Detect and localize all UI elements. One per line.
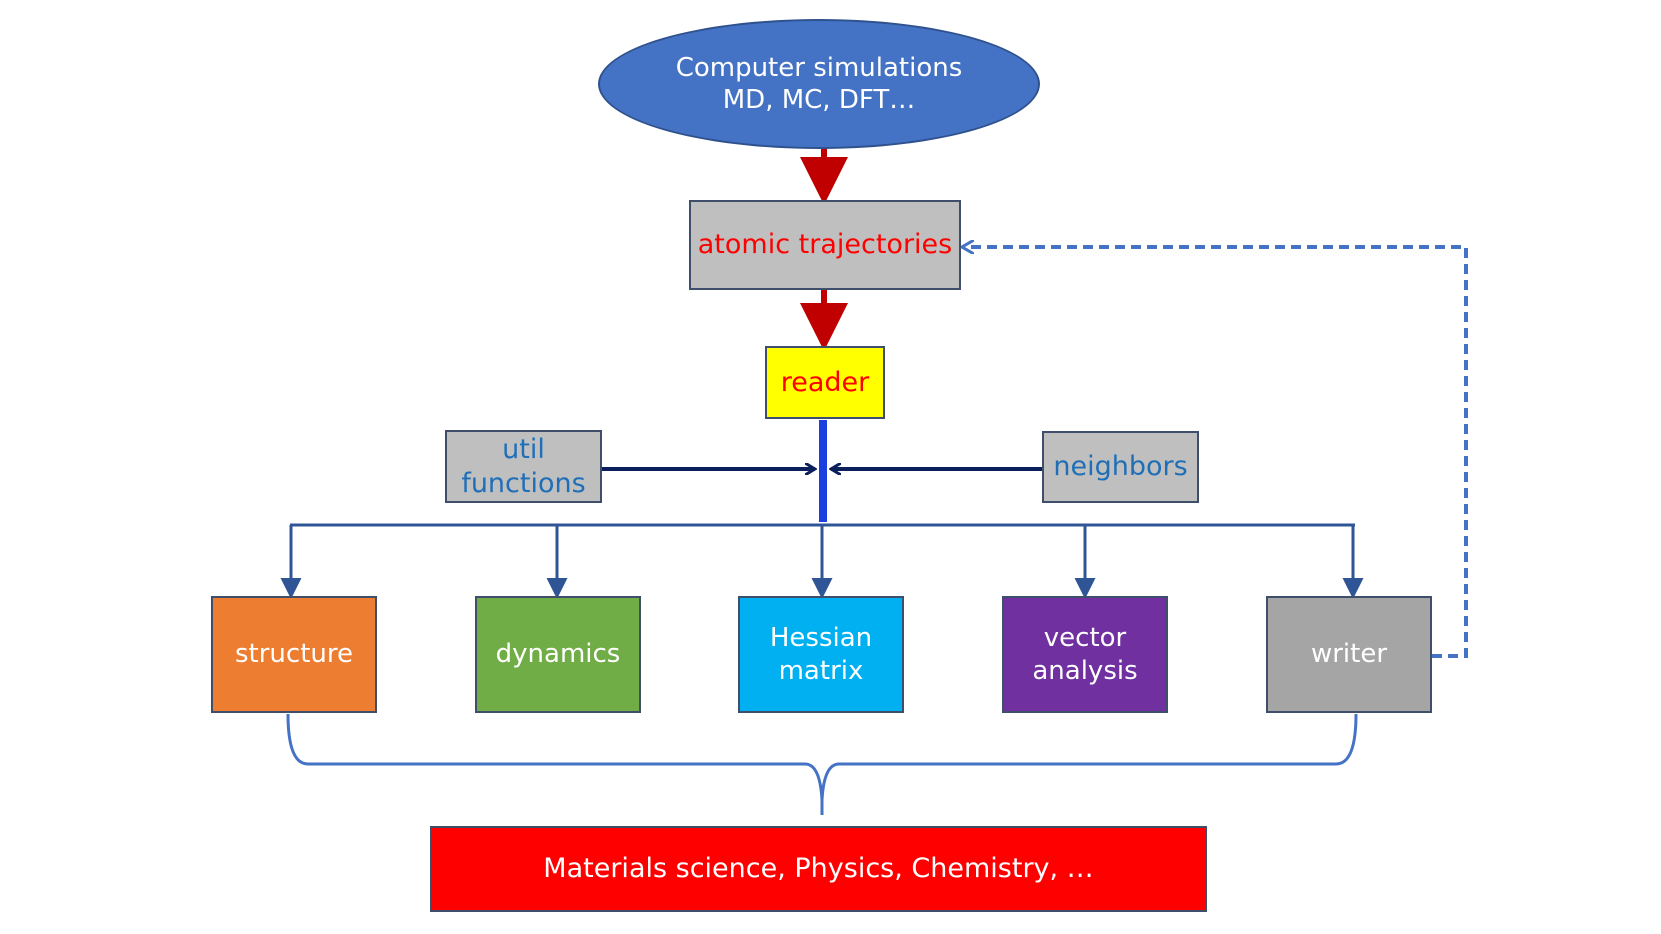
reader-box: reader (765, 346, 885, 419)
applications-box: Materials science, Physics, Chemistry, … (430, 826, 1207, 912)
dynamics-module-box: dynamics (475, 596, 641, 713)
writer-label: writer (1310, 639, 1388, 670)
dynamics-label: dynamics (495, 639, 621, 670)
computer-simulations-ellipse: Computer simulations MD, MC, DFT… (598, 19, 1040, 149)
structure-module-box: structure (211, 596, 377, 713)
writer-feedback-dashed-arrow (962, 247, 1468, 658)
neighbors-box: neighbors (1042, 431, 1199, 503)
vector-analysis-label: vector analysis (1032, 623, 1138, 686)
util-functions-box: util functions (445, 430, 602, 503)
neighbors-label: neighbors (1053, 451, 1188, 483)
hessian-matrix-module-box: Hessian matrix (738, 596, 904, 713)
hessian-matrix-label: Hessian matrix (769, 623, 873, 686)
structure-label: structure (235, 639, 353, 670)
computer-simulations-label: Computer simulations MD, MC, DFT… (675, 52, 963, 116)
util-functions-label: util functions (461, 433, 586, 499)
reader-label: reader (780, 366, 870, 398)
atomic-trajectories-label: atomic trajectories (697, 229, 953, 261)
writer-module-box: writer (1266, 596, 1432, 713)
atomic-trajectories-box: atomic trajectories (689, 200, 961, 290)
modules-grouping-brace (286, 713, 1358, 815)
applications-label: Materials science, Physics, Chemistry, … (543, 853, 1094, 885)
vector-analysis-module-box: vector analysis (1002, 596, 1168, 713)
